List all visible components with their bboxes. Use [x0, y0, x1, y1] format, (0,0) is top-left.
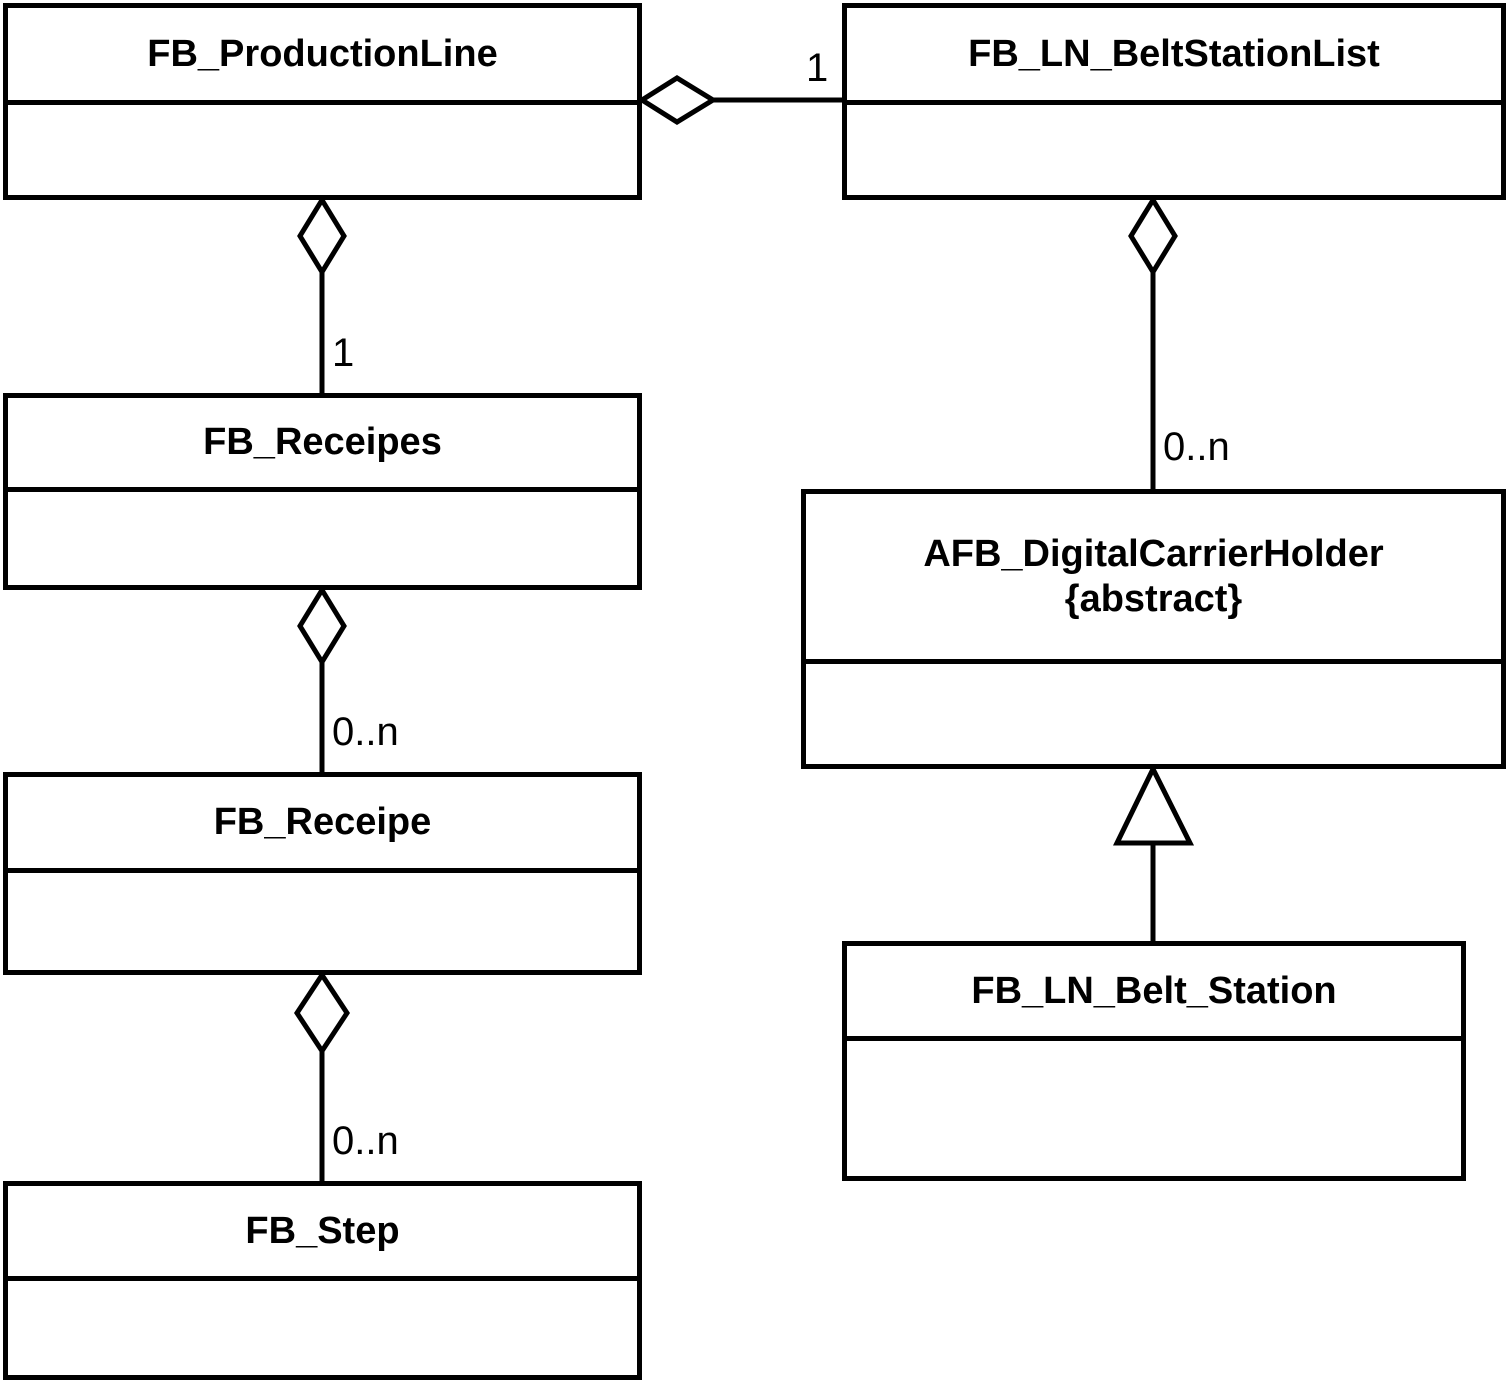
class-attributes-compartment-fb-ln-belt-station	[847, 1041, 1461, 1176]
class-box-fb-ln-beltstationlist[interactable]: FB_LN_BeltStationList	[842, 3, 1506, 200]
multiplicity-label-receipes-receipe: 0..n	[332, 710, 399, 754]
class-box-fb-production-line[interactable]: FB_ProductionLine	[3, 3, 642, 200]
multiplicity-label-productionline-receipes: 1	[332, 331, 355, 375]
class-box-fb-receipes[interactable]: FB_Receipes	[3, 393, 642, 590]
class-box-afb-digitalcarrierholder[interactable]: AFB_DigitalCarrierHolder {abstract}	[801, 489, 1506, 769]
class-box-fb-ln-belt-station[interactable]: FB_LN_Belt_Station	[842, 941, 1466, 1181]
class-name-label: FB_Step	[245, 1209, 400, 1252]
aggregation-beltstationlist-carrierholder	[1128, 195, 1178, 489]
class-attributes-compartment-fb-receipes	[8, 492, 637, 585]
class-name-label: FB_ProductionLine	[147, 32, 498, 75]
aggregation-receipe-step	[294, 970, 350, 1181]
class-title-fb-step: FB_Step	[8, 1186, 637, 1281]
multiplicity-label-receipe-step: 0..n	[332, 1119, 399, 1163]
class-attributes-compartment-fb-ln-beltstationlist	[847, 105, 1501, 195]
aggregation-receipes-receipe	[297, 585, 347, 772]
aggregation-productionline-beltstationlist	[637, 75, 842, 125]
class-name-label: FB_Receipes	[203, 421, 442, 464]
multiplicity-label-beltstationlist-carrierholder: 0..n	[1163, 425, 1230, 469]
class-abstract-stereotype-label: {abstract}	[1064, 577, 1243, 620]
class-attributes-compartment-afb-digitalcarrierholder	[806, 664, 1501, 764]
class-name-label: FB_LN_Belt_Station	[971, 969, 1337, 1012]
class-title-afb-digitalcarrierholder: AFB_DigitalCarrierHolder {abstract}	[806, 494, 1501, 664]
generalization-beltstation-carrierholder	[1113, 763, 1195, 941]
class-title-fb-receipes: FB_Receipes	[8, 398, 637, 492]
aggregation-productionline-receipes	[297, 195, 347, 393]
class-box-fb-step[interactable]: FB_Step	[3, 1181, 642, 1380]
class-attributes-compartment-fb-receipe	[8, 873, 637, 970]
multiplicity-label-productionline-beltstationlist: 1	[806, 46, 829, 90]
class-name-label: FB_Receipe	[213, 801, 432, 844]
class-title-fb-ln-beltstationlist: FB_LN_BeltStationList	[847, 8, 1501, 105]
class-name-label: FB_LN_BeltStationList	[968, 32, 1380, 75]
class-attributes-compartment-fb-production-line	[8, 105, 637, 195]
class-name-label: AFB_DigitalCarrierHolder	[923, 532, 1384, 575]
class-title-fb-receipe: FB_Receipe	[8, 777, 637, 873]
class-title-fb-production-line: FB_ProductionLine	[8, 8, 637, 105]
class-box-fb-receipe[interactable]: FB_Receipe	[3, 772, 642, 975]
class-title-fb-ln-belt-station: FB_LN_Belt_Station	[847, 946, 1461, 1041]
class-attributes-compartment-fb-step	[8, 1281, 637, 1375]
